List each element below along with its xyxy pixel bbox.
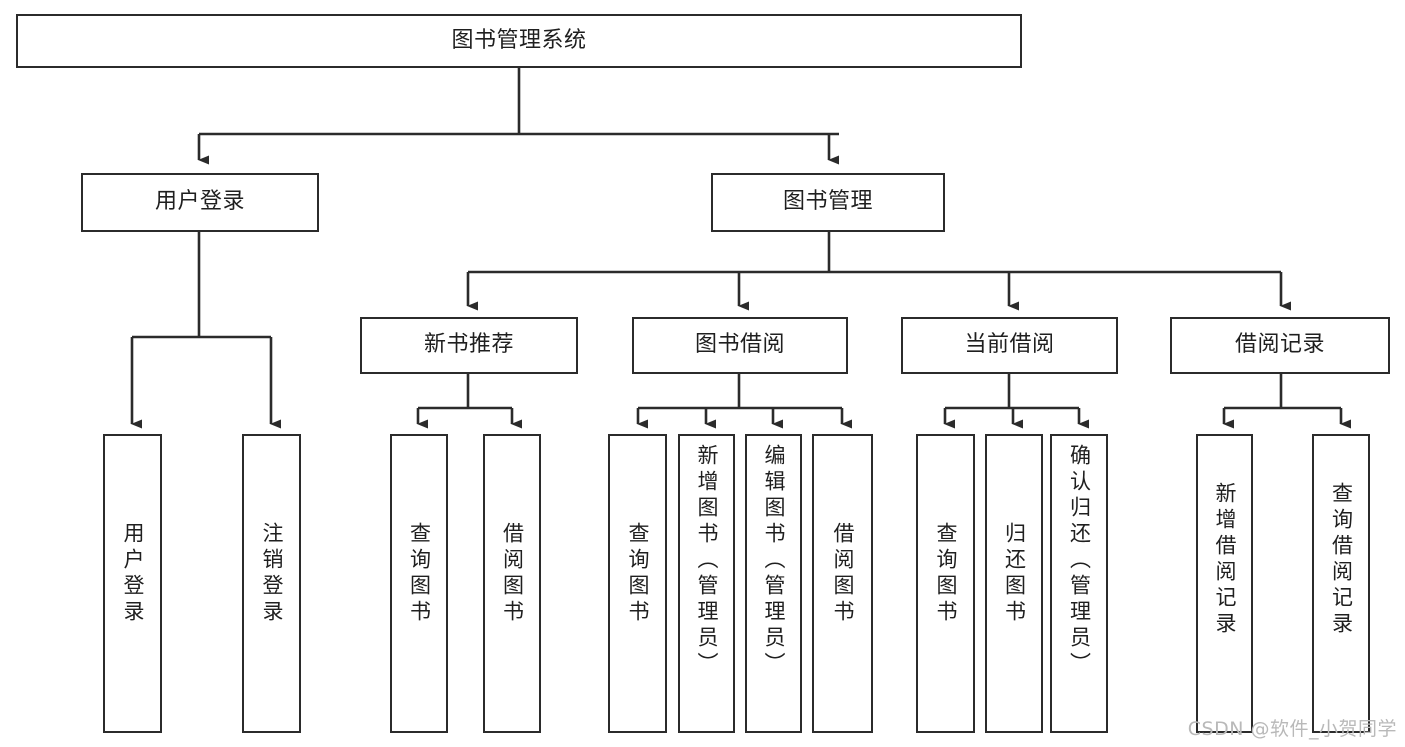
node-label: 查询图书 [626,522,650,626]
leaf-book-borrow-edit-book-admin[interactable]: 编辑图书（管理员） [745,434,802,733]
node-label: 图书管理系统 [451,27,587,53]
node-label: 图书借阅 [694,332,785,358]
leaf-user-login-logout[interactable]: 注销登录 [242,434,301,733]
node-book-management[interactable]: 图书管理 [711,173,945,232]
leaf-borrow-record-add-record[interactable]: 新增借阅记录 [1196,434,1253,733]
leaf-book-borrow-add-book-admin[interactable]: 新增图书（管理员） [678,434,735,733]
node-label: 归还图书 [1002,522,1027,626]
leaf-book-borrow-borrow-book[interactable]: 借阅图书 [812,434,873,733]
node-label: 查询图书 [407,522,432,626]
leaf-new-book-query-book[interactable]: 查询图书 [390,434,448,733]
leaf-book-borrow-query-book[interactable]: 查询图书 [608,434,667,733]
node-book-borrow[interactable]: 图书借阅 [632,317,848,374]
node-label: 新增借阅记录 [1213,482,1237,638]
node-label: 借阅图书 [831,522,855,626]
node-root-book-management-system[interactable]: 图书管理系统 [16,14,1022,68]
leaf-current-borrow-confirm-return-admin[interactable]: 确认归还（管理员） [1050,434,1108,733]
node-label: 借阅记录 [1234,332,1325,358]
node-borrow-record[interactable]: 借阅记录 [1170,317,1390,374]
node-new-book-recommend[interactable]: 新书推荐 [360,317,578,374]
node-current-borrow[interactable]: 当前借阅 [901,317,1118,374]
leaf-user-login-login[interactable]: 用户登录 [103,434,162,733]
node-user-login[interactable]: 用户登录 [81,173,319,232]
node-label: 查询借阅记录 [1329,482,1354,638]
node-label: 编辑图书（管理员） [762,444,786,678]
leaf-borrow-record-query-record[interactable]: 查询借阅记录 [1312,434,1370,733]
leaf-current-borrow-query-book[interactable]: 查询图书 [916,434,975,733]
node-label: 借阅图书 [500,522,525,626]
node-label: 图书管理 [782,189,873,215]
node-label: 查询图书 [934,522,958,626]
leaf-new-book-borrow-book[interactable]: 借阅图书 [483,434,541,733]
node-label: 用户登录 [121,522,145,626]
leaf-current-borrow-return-book[interactable]: 归还图书 [985,434,1043,733]
node-label: 当前借阅 [964,332,1055,358]
node-label: 新书推荐 [423,332,514,358]
node-label: 新增图书（管理员） [695,444,719,678]
node-label: 用户登录 [154,189,245,215]
node-label: 注销登录 [260,522,284,626]
node-label: 确认归还（管理员） [1067,444,1092,678]
